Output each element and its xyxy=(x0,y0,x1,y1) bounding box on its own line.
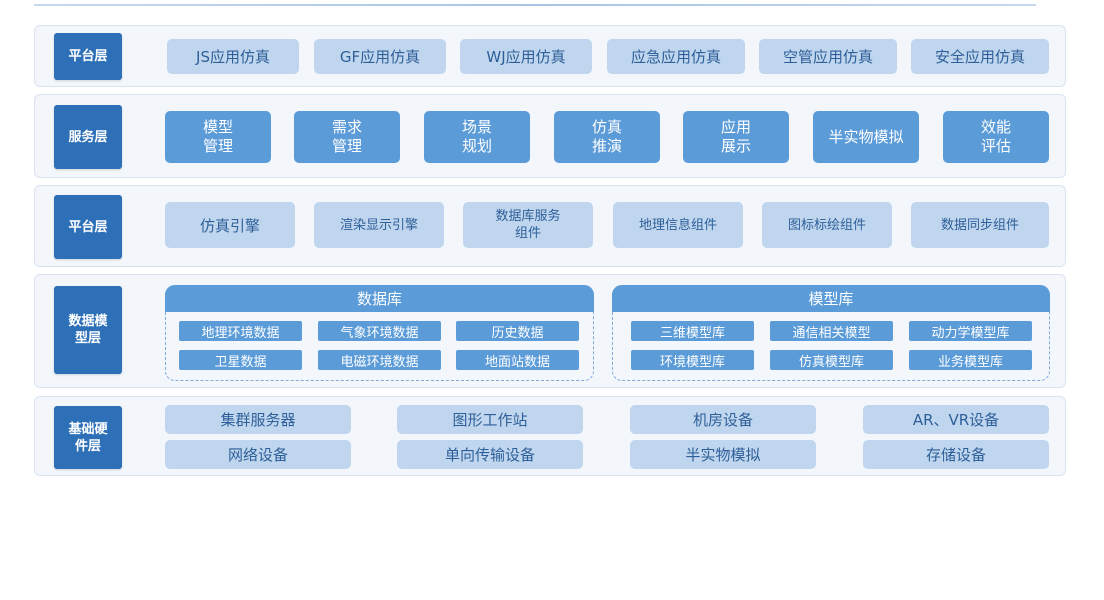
service-box: 半实物模拟 xyxy=(813,111,919,163)
top-divider-line xyxy=(34,4,1036,6)
service-box: 效能 评估 xyxy=(943,111,1049,163)
database-item: 地面站数据 xyxy=(456,350,579,370)
hardware-box: 存储设备 xyxy=(863,440,1049,469)
service-box: 模型 管理 xyxy=(165,111,271,163)
component-box: 渲染显示引擎 xyxy=(314,202,444,248)
component-box: 仿真引擎 xyxy=(165,202,295,248)
model-library-group-title: 模型库 xyxy=(612,285,1050,312)
database-group-title: 数据库 xyxy=(165,285,594,312)
model-library-item: 通信相关模型 xyxy=(770,321,893,341)
model-library-item: 动力学模型库 xyxy=(909,321,1032,341)
layer-service: 服务层 模型 管理 需求 管理 场景 规划 仿真 推演 应用 展示 半实物模拟 … xyxy=(34,94,1066,178)
model-library-item: 三维模型库 xyxy=(631,321,754,341)
hardware-box: 单向传输设备 xyxy=(397,440,583,469)
component-box: 图标标绘组件 xyxy=(762,202,892,248)
layer-label: 平台层 xyxy=(54,33,122,80)
component-box: 地理信息组件 xyxy=(613,202,743,248)
hardware-box: 集群服务器 xyxy=(165,405,351,434)
module-box: 安全应用仿真 xyxy=(911,39,1049,74)
module-box: 应急应用仿真 xyxy=(607,39,745,74)
database-item: 气象环境数据 xyxy=(318,321,441,341)
layer-data-model: 数据模 型层 数据库 地理环境数据 气象环境数据 历史数据 卫星数据 电磁环境数… xyxy=(34,274,1066,388)
database-item: 地理环境数据 xyxy=(179,321,302,341)
database-group: 数据库 地理环境数据 气象环境数据 历史数据 卫星数据 电磁环境数据 地面站数据 xyxy=(165,285,594,381)
layer-platform-apps: 平台层 JS应用仿真 GF应用仿真 WJ应用仿真 应急应用仿真 空管应用仿真 安… xyxy=(34,25,1066,87)
layer-label: 平台层 xyxy=(54,195,122,259)
layer-hardware: 基础硬 件层 集群服务器 图形工作站 机房设备 AR、VR设备 网络设备 单向传… xyxy=(34,396,1066,476)
model-library-group: 模型库 三维模型库 通信相关模型 动力学模型库 环境模型库 仿真模型库 业务模型… xyxy=(612,285,1050,381)
module-box: 空管应用仿真 xyxy=(759,39,897,74)
model-library-item: 仿真模型库 xyxy=(770,350,893,370)
component-box: 数据库服务 组件 xyxy=(463,202,593,248)
hardware-box: 半实物模拟 xyxy=(630,440,816,469)
database-item: 卫星数据 xyxy=(179,350,302,370)
model-library-item: 业务模型库 xyxy=(909,350,1032,370)
hardware-box: 图形工作站 xyxy=(397,405,583,434)
service-box: 需求 管理 xyxy=(294,111,400,163)
module-box: JS应用仿真 xyxy=(167,39,299,74)
service-box: 应用 展示 xyxy=(683,111,789,163)
database-item: 电磁环境数据 xyxy=(318,350,441,370)
component-box: 数据同步组件 xyxy=(911,202,1049,248)
model-library-item: 环境模型库 xyxy=(631,350,754,370)
service-box: 仿真 推演 xyxy=(554,111,660,163)
module-box: WJ应用仿真 xyxy=(460,39,592,74)
hardware-box: 机房设备 xyxy=(630,405,816,434)
layer-label: 服务层 xyxy=(54,105,122,169)
layer-platform-components: 平台层 仿真引擎 渲染显示引擎 数据库服务 组件 地理信息组件 图标标绘组件 数… xyxy=(34,185,1066,267)
database-item: 历史数据 xyxy=(456,321,579,341)
layer-label: 数据模 型层 xyxy=(54,286,122,374)
service-box: 场景 规划 xyxy=(424,111,530,163)
hardware-box: AR、VR设备 xyxy=(863,405,1049,434)
layer-label: 基础硬 件层 xyxy=(54,406,122,469)
module-box: GF应用仿真 xyxy=(314,39,446,74)
hardware-box: 网络设备 xyxy=(165,440,351,469)
